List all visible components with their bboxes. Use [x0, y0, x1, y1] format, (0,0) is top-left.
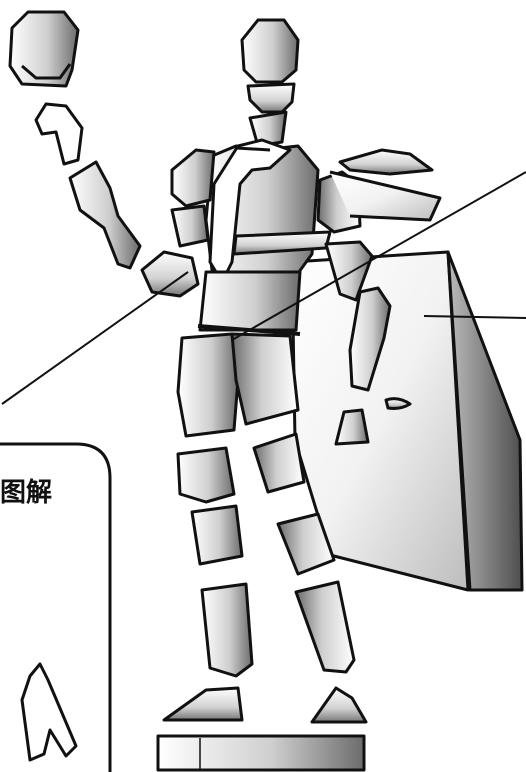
left-shin	[202, 584, 252, 676]
left-upper-arm	[172, 206, 208, 246]
left-shoulder	[172, 150, 214, 206]
jaw-piece	[248, 84, 294, 112]
callout-title: 图解	[0, 478, 52, 508]
leader-line-left	[2, 272, 188, 404]
waist-plate	[200, 272, 300, 330]
helmet-piece	[10, 12, 78, 86]
callout-detail-outline	[22, 664, 76, 760]
hip-plate	[178, 334, 238, 436]
left-foot	[164, 688, 242, 720]
right-shin	[296, 582, 354, 672]
hip-plate-2	[232, 334, 298, 424]
right-foot	[312, 688, 366, 722]
display-base	[158, 736, 364, 770]
forearm-piece	[70, 162, 140, 268]
left-knee	[192, 506, 242, 564]
belt-band	[234, 232, 330, 254]
fist-piece	[142, 252, 198, 296]
shoulder-plate	[340, 150, 432, 174]
left-thigh	[178, 448, 234, 502]
right-thigh	[254, 434, 304, 492]
hand-guard-outline	[36, 104, 82, 164]
head	[242, 20, 298, 82]
